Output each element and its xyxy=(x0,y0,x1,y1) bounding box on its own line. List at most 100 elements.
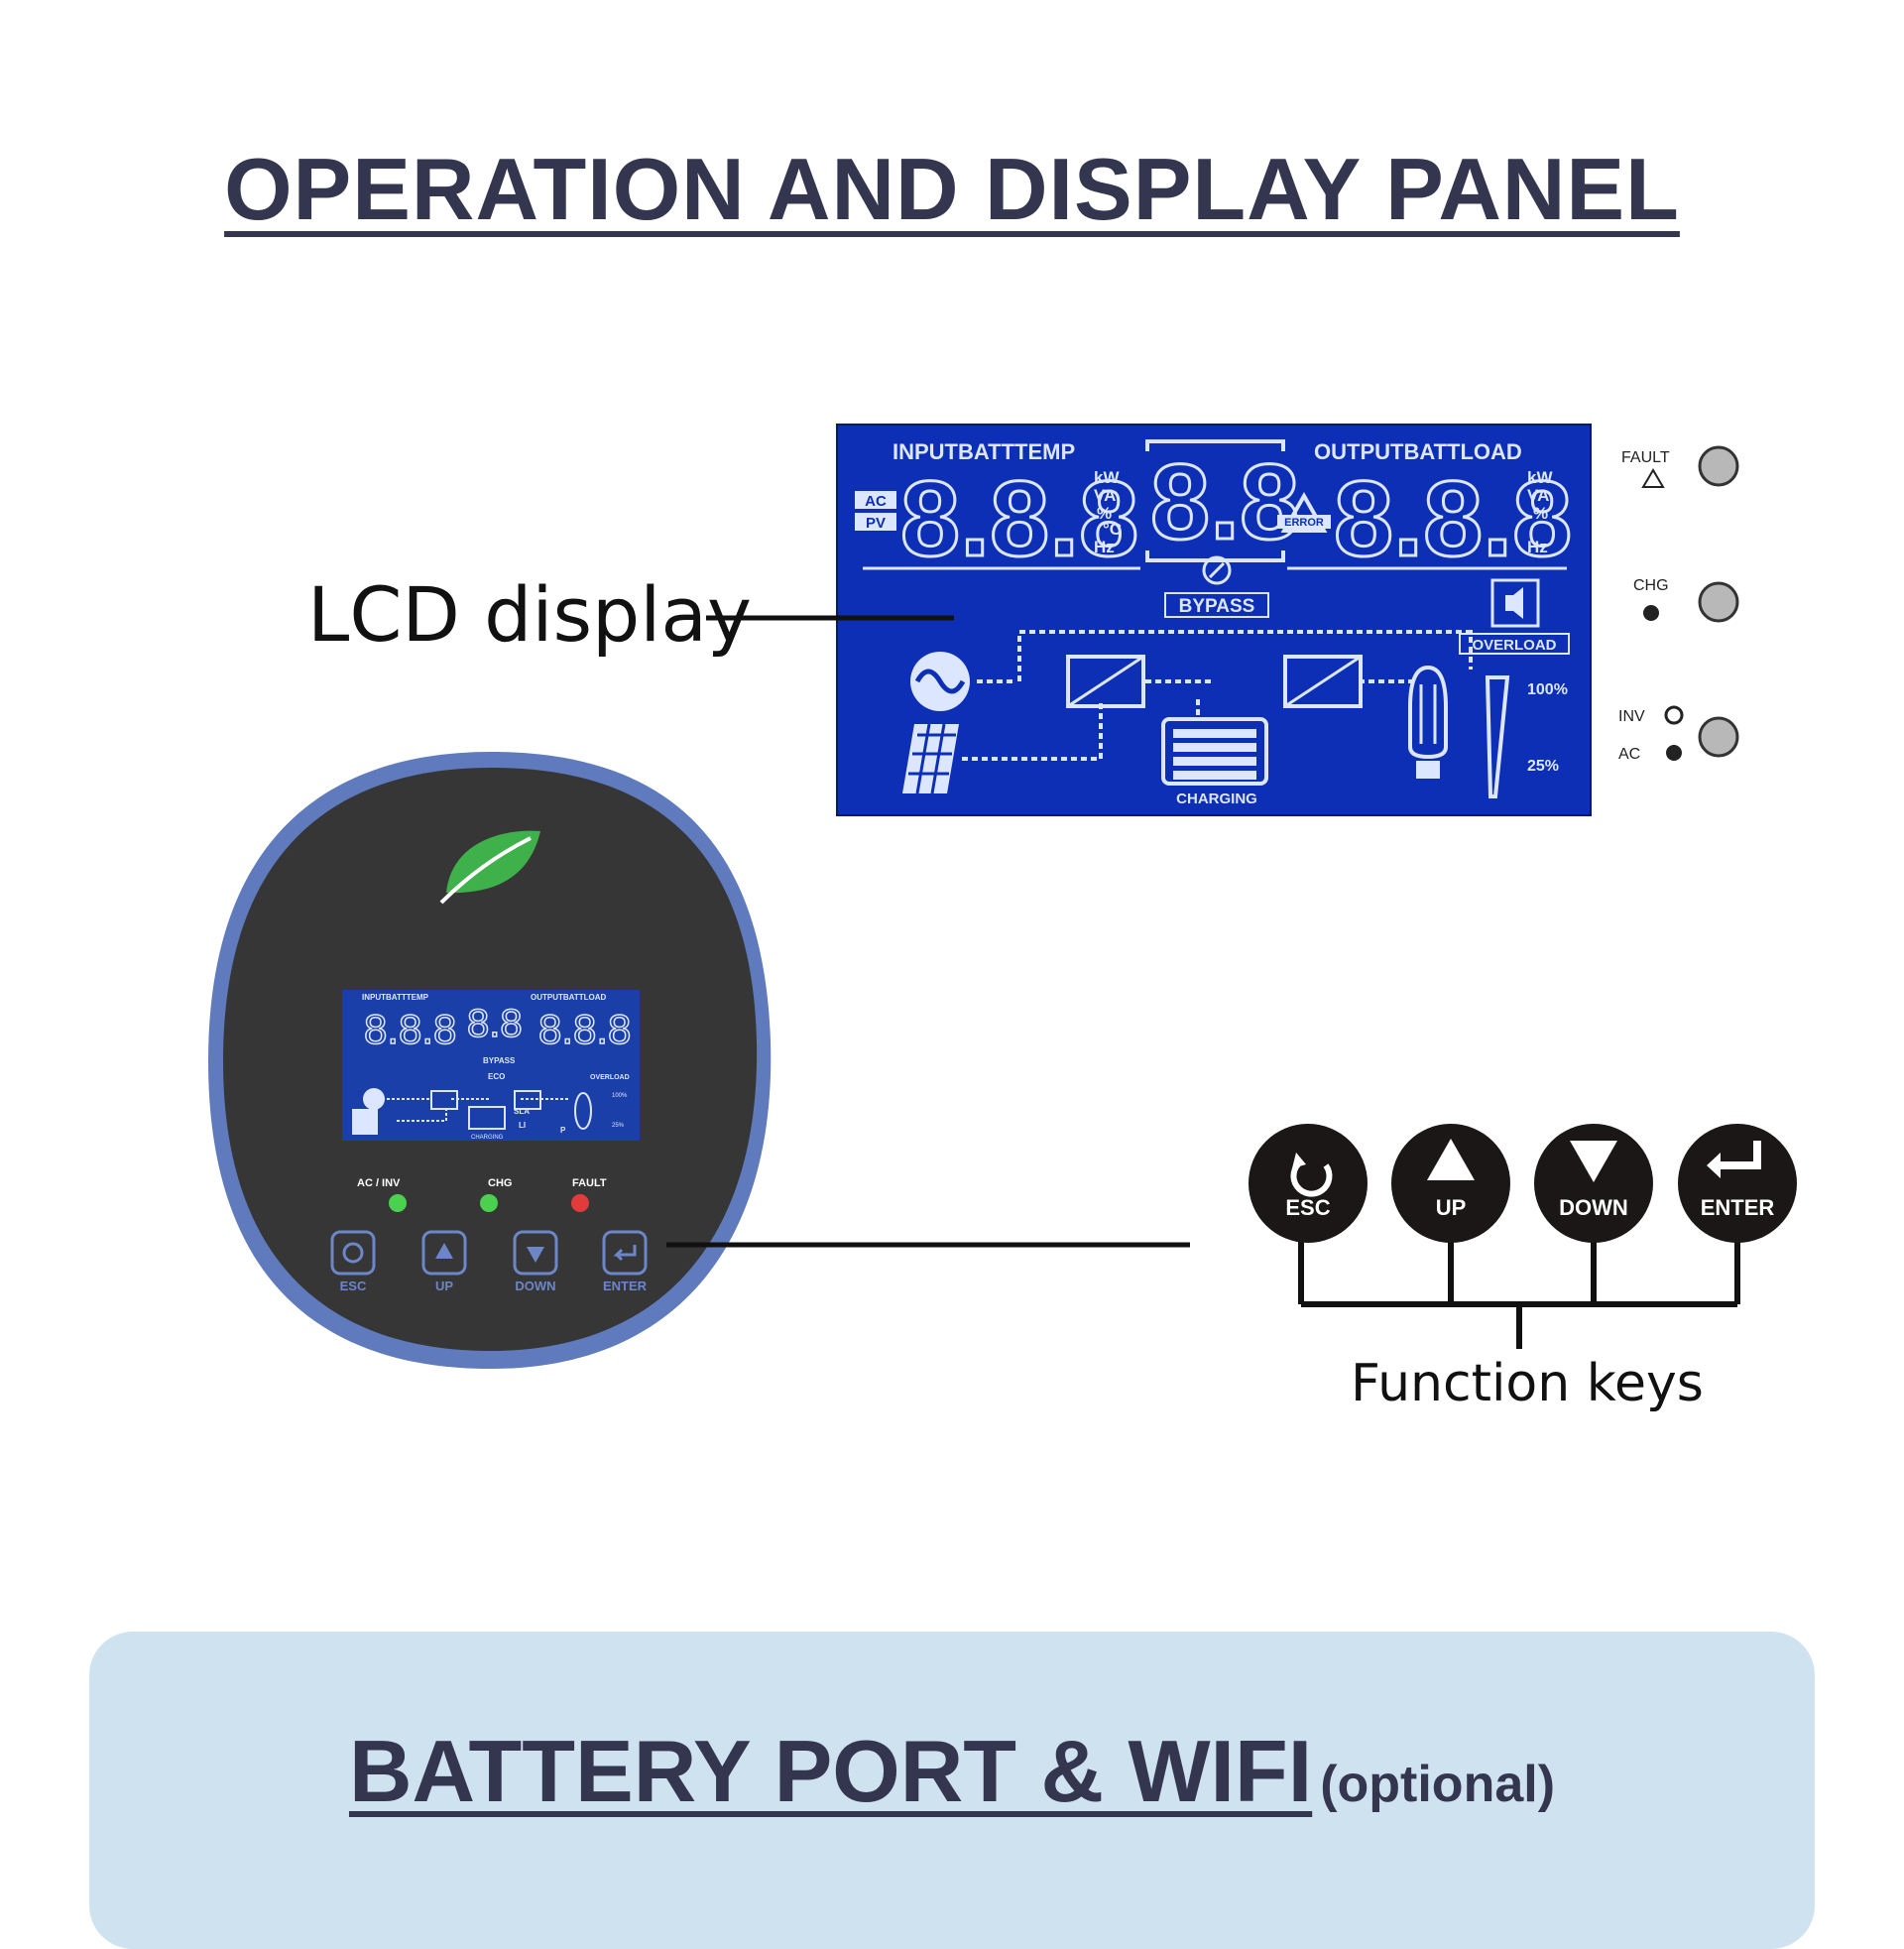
down-arrow-icon xyxy=(1570,1141,1617,1182)
power-flow-lines xyxy=(962,630,1473,761)
svg-text:kW: kW xyxy=(1527,468,1553,487)
device-enter-icon xyxy=(613,1245,637,1262)
device-esc-icon xyxy=(342,1242,364,1264)
enter-key-label: ENTER xyxy=(1701,1195,1775,1220)
inv-ac-led xyxy=(1698,716,1739,758)
esc-icon xyxy=(1290,1158,1333,1197)
device-up-icon xyxy=(435,1243,453,1259)
svg-text:kW: kW xyxy=(1094,468,1120,487)
lcd-center-digits: 8.8 xyxy=(1150,441,1299,561)
device-up-key[interactable] xyxy=(421,1230,467,1276)
up-arrow-icon xyxy=(1427,1139,1475,1180)
chg-led xyxy=(1698,581,1739,623)
lcd-display-callout: LCD display xyxy=(307,570,752,659)
function-keys-callout: Function keys xyxy=(1351,1354,1704,1413)
lcd-display-diagram: INPUTBATTTEMP OUTPUTBATTLOAD AC PV 8.8.8… xyxy=(836,424,1739,816)
device-down-label: DOWN xyxy=(515,1279,555,1293)
mini-center-digits: 8.8 xyxy=(467,1002,523,1045)
chg-label: CHG xyxy=(1633,577,1669,594)
mini-100: 100% xyxy=(612,1093,628,1099)
mini-sla: SLA xyxy=(514,1107,530,1116)
led-fault-label: FAULT xyxy=(572,1177,607,1189)
mini-bypass: BYPASS xyxy=(483,1056,516,1065)
device-esc-key[interactable] xyxy=(330,1230,376,1276)
mini-eco: ECO xyxy=(488,1072,505,1081)
chg-sun-icon xyxy=(1643,605,1659,621)
optional-note: (optional) xyxy=(1320,1756,1556,1813)
lcd-units-left: kW VA % °C Hz xyxy=(1094,468,1122,556)
lcd-pv-tag: PV xyxy=(866,515,886,532)
lcd-error-tag: ERROR xyxy=(1284,517,1324,529)
mini-right-digits: 8.8.8 xyxy=(538,1006,631,1052)
device-up-label: UP xyxy=(435,1279,453,1293)
leaf-logo xyxy=(439,830,540,905)
svg-text:%: % xyxy=(1533,504,1548,523)
esc-key[interactable] xyxy=(1249,1124,1368,1243)
up-key[interactable] xyxy=(1391,1124,1510,1243)
bulb-icon xyxy=(1408,665,1448,779)
inv-label: INV xyxy=(1618,708,1645,725)
mini-right-header: OUTPUTBATTLOAD xyxy=(531,993,607,1002)
mini-inverter-icon xyxy=(514,1090,541,1110)
mini-solar-icon xyxy=(352,1109,378,1135)
solar-panel-icon xyxy=(902,723,959,794)
down-key-label: DOWN xyxy=(1559,1195,1628,1220)
led-chg-label: CHG xyxy=(488,1177,512,1189)
mini-left-digits: 8.8.8 xyxy=(364,1006,456,1052)
device-down-icon xyxy=(527,1247,544,1263)
keys-callout-line xyxy=(666,1242,1190,1248)
battery-wifi-heading: BATTERY PORT & WIFI(optional) xyxy=(0,1721,1904,1822)
chg-led-green xyxy=(480,1194,498,1212)
lcd-right-digits: 8.8.8 xyxy=(1334,458,1572,578)
fault-led xyxy=(1698,445,1739,487)
ac-sun-icon xyxy=(1666,745,1682,761)
mini-battery-icon xyxy=(468,1106,506,1130)
lcd-bypass: BYPASS xyxy=(1179,596,1255,617)
lcd-left-header: INPUTBATTTEMP xyxy=(892,439,1075,464)
charger-icon xyxy=(1066,655,1145,708)
lcd-ac-tag: AC xyxy=(865,493,887,510)
fault-led-red xyxy=(571,1194,589,1212)
mini-overload: OVERLOAD xyxy=(590,1074,630,1081)
svg-text:°C: °C xyxy=(1103,520,1122,539)
lcd-charging: CHARGING xyxy=(1176,791,1257,807)
lcd-callout-line xyxy=(706,615,954,621)
svg-text:Hz: Hz xyxy=(1094,538,1115,556)
mini-bulb-icon xyxy=(574,1092,592,1130)
down-key[interactable] xyxy=(1534,1124,1653,1243)
key-connector-lines xyxy=(1298,1220,1740,1349)
battery-icon xyxy=(1161,717,1268,786)
battery-wifi-title: BATTERY PORT & WIFI xyxy=(348,1722,1313,1820)
enter-icon xyxy=(1716,1141,1761,1169)
mini-ac-icon xyxy=(363,1088,385,1110)
lcd-overload: OVERLOAD xyxy=(1472,637,1556,654)
device-esc-label: ESC xyxy=(340,1279,367,1293)
lcd-load-25: 25% xyxy=(1527,758,1559,775)
fault-warning-icon xyxy=(1641,468,1665,488)
battery-wifi-section xyxy=(89,1632,1815,1949)
esc-key-label: ESC xyxy=(1285,1195,1330,1220)
mute-icon xyxy=(1490,578,1540,628)
svg-text:VA: VA xyxy=(1527,486,1549,505)
mini-left-header: INPUTBATTTEMP xyxy=(362,993,429,1002)
warning-icon xyxy=(1280,491,1328,533)
lcd-right-header: OUTPUTBATTLOAD xyxy=(1314,439,1522,464)
mini-25: 25% xyxy=(612,1123,625,1129)
page-title: OPERATION AND DISPLAY PANEL xyxy=(224,140,1680,238)
svg-text:%: % xyxy=(1097,504,1112,523)
lcd-left-digits: 8.8.8 xyxy=(900,458,1138,578)
ac-inv-led xyxy=(389,1194,407,1212)
mini-charger-icon xyxy=(430,1090,458,1110)
lcd-units-right: kW VA % Hz xyxy=(1527,468,1553,556)
device-down-key[interactable] xyxy=(513,1230,558,1276)
inv-sun-icon xyxy=(1664,705,1684,725)
up-key-label: UP xyxy=(1436,1195,1467,1220)
led-indicators: FAULT CHG INV AC xyxy=(1618,445,1739,763)
device-front-panel: INPUTBATTTEMP OUTPUTBATTLOAD 8.8.8 8.8 8… xyxy=(208,752,772,1369)
led-ac-inv-label: AC / INV xyxy=(357,1177,401,1189)
mini-p: P xyxy=(560,1126,566,1135)
device-enter-key[interactable] xyxy=(602,1230,648,1276)
svg-text:Hz: Hz xyxy=(1527,538,1548,556)
enter-key[interactable] xyxy=(1678,1124,1797,1243)
function-keys-diagram: ESC UP DOWN ENTER xyxy=(1249,1124,1797,1349)
